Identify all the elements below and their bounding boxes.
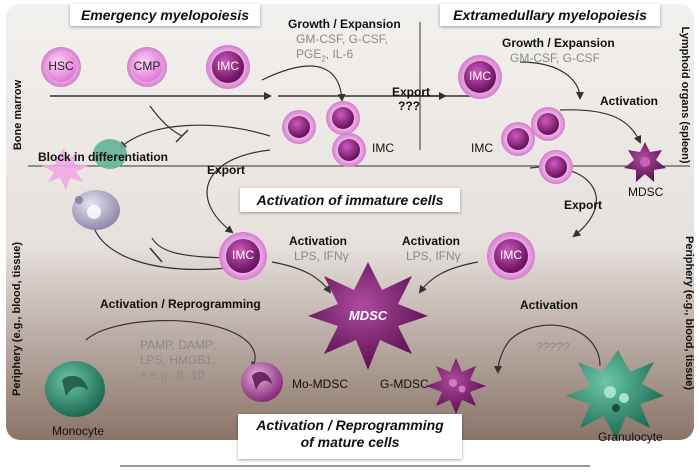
- g-mdsc-cell: [426, 358, 486, 414]
- label-monocyte: Monocyte: [52, 424, 105, 438]
- activation-spleen-label: Activation: [600, 94, 659, 108]
- label-granulocyte: Granulocyte: [598, 430, 663, 444]
- growth-marrow-factors-line1: GM-CSF, G-CSF,: [296, 32, 388, 46]
- label-mdsc-center: MDSC: [348, 308, 388, 323]
- banner-extramedullary-myelopoiesis: Extramedullary myelopoiesis: [440, 4, 660, 26]
- growth-spleen-factors: GM-CSF, G-CSF: [510, 51, 600, 65]
- growth-marrow-il6: , IL-6: [325, 47, 354, 61]
- unknown-activation-marks: ?????: [536, 340, 570, 354]
- arrow-growth-spleen: [519, 61, 584, 100]
- arrow-to-block: [118, 124, 271, 150]
- blocked-cell-pink: [42, 148, 88, 190]
- imc-group-a: [332, 107, 354, 129]
- arrow-activation-right: [418, 261, 479, 294]
- label-hsc: HSC: [48, 59, 74, 73]
- label-mdsc-spleen: MDSC: [628, 185, 664, 199]
- arrow-activation-left: [271, 261, 332, 294]
- export-question-marks: ???: [398, 99, 420, 113]
- activation-left-title: Activation: [289, 234, 348, 248]
- inhibit-block-top: [149, 105, 183, 137]
- reprogramming-title: Activation / Reprogramming: [100, 297, 261, 311]
- arrow-export-left: [206, 149, 271, 234]
- label-imc-marrow: IMC: [217, 59, 239, 73]
- banner-activation-immature: Activation of immature cells: [240, 188, 460, 212]
- g-mdsc-granule-b: [458, 385, 466, 393]
- label-imc-marrow-group: IMC: [372, 141, 394, 155]
- banner-activation-mature-line1: Activation / Reprogramming: [256, 417, 444, 433]
- inhibit-bar-bottom: [149, 247, 163, 263]
- inhibit-bar-top: [175, 129, 189, 143]
- label-g-mdsc: G-MDSC: [380, 377, 429, 391]
- blocked-cell-green: [93, 139, 127, 169]
- growth-marrow-pge: PGE: [296, 47, 322, 61]
- region-periphery-right: Periphery (e.g., blood, tissue): [683, 235, 695, 391]
- granulocyte-granule-b: [619, 393, 629, 403]
- banner-activation-mature: Activation / Reprogramming of mature cel…: [238, 414, 462, 459]
- imc-group-c: [338, 139, 360, 161]
- blocked-cell-grey-granule: [75, 196, 83, 204]
- arrow-activation-granulocyte: [494, 324, 601, 374]
- mdsc-spleen-nucleus: [640, 157, 650, 167]
- activation-bottom-title: Activation: [520, 298, 579, 312]
- activation-right-title: Activation: [402, 234, 461, 248]
- imc-left-cell: [226, 239, 260, 273]
- growth-marrow-pge-sub: 2: [321, 54, 326, 64]
- block-in-differentiation-label: Block in differentiation: [38, 150, 169, 164]
- label-imc-spleen: IMC: [469, 69, 491, 83]
- imc-right-cell: [494, 239, 528, 273]
- label-imc-spleen-group: IMC: [471, 141, 493, 155]
- arrow-growth-marrow: [261, 65, 346, 102]
- imc-spleen-b: [537, 113, 559, 135]
- export-question-title: Export: [392, 85, 431, 99]
- imc-spleen-a: [507, 128, 529, 150]
- monocyte-nucleus: [62, 375, 88, 396]
- growth-spleen-title: Growth / Expansion: [502, 36, 615, 50]
- export-right-label: Export: [564, 198, 603, 212]
- arrow-activation-spleen: [559, 109, 642, 144]
- banner-activation-mature-line2: of mature cells: [300, 433, 400, 450]
- arrow-reprogramming: [85, 319, 259, 370]
- granulocyte-granule-c: [612, 404, 620, 412]
- granulocyte-granule-a: [604, 386, 616, 398]
- g-mdsc-granule-a: [449, 379, 457, 387]
- blocked-cell-grey-nucleus: [87, 205, 101, 219]
- monocyte-cell: [45, 361, 105, 417]
- mo-mdsc-cell: [241, 362, 283, 402]
- reprogramming-line3: + e.g., IL-10: [140, 368, 205, 382]
- label-cmp: CMP: [133, 59, 161, 73]
- export-left-label: Export: [207, 163, 246, 177]
- imc-marrow-cell: [212, 51, 244, 83]
- banner-emergency-myelopoiesis: Emergency myelopoiesis: [70, 4, 260, 26]
- arrow-left-to-block: [89, 220, 229, 270]
- activation-left-factors: LPS, IFNγ: [294, 249, 349, 263]
- cmp-cell: [132, 52, 162, 82]
- mdsc-central-cell: [308, 262, 428, 370]
- region-lymphoid-organs: Lymphoid organs (spleen): [679, 26, 691, 164]
- hsc-cell: [46, 52, 76, 82]
- label-imc-left: IMC: [232, 248, 254, 262]
- mo-mdsc-nucleus: [252, 371, 272, 390]
- growth-marrow-title: Growth / Expansion: [288, 17, 401, 31]
- activation-right-factors: LPS, IFNγ: [406, 249, 461, 263]
- imc-spleen-c: [545, 156, 567, 178]
- reprogramming-line1: PAMP, DAMP;: [140, 338, 217, 352]
- label-mo-mdsc: Mo-MDSC: [292, 377, 348, 391]
- reprogramming-line2: LPS, HMGB1,: [140, 353, 216, 367]
- label-imc-right: IMC: [500, 248, 522, 262]
- region-periphery-left: Periphery (e.g., blood, tissue): [11, 241, 23, 397]
- imc-group-b: [288, 116, 310, 138]
- region-bone-marrow: Bone marrow: [12, 79, 24, 151]
- growth-marrow-factors-line2: PGE2, IL-6: [296, 47, 354, 64]
- imc-spleen-cell: [464, 61, 496, 93]
